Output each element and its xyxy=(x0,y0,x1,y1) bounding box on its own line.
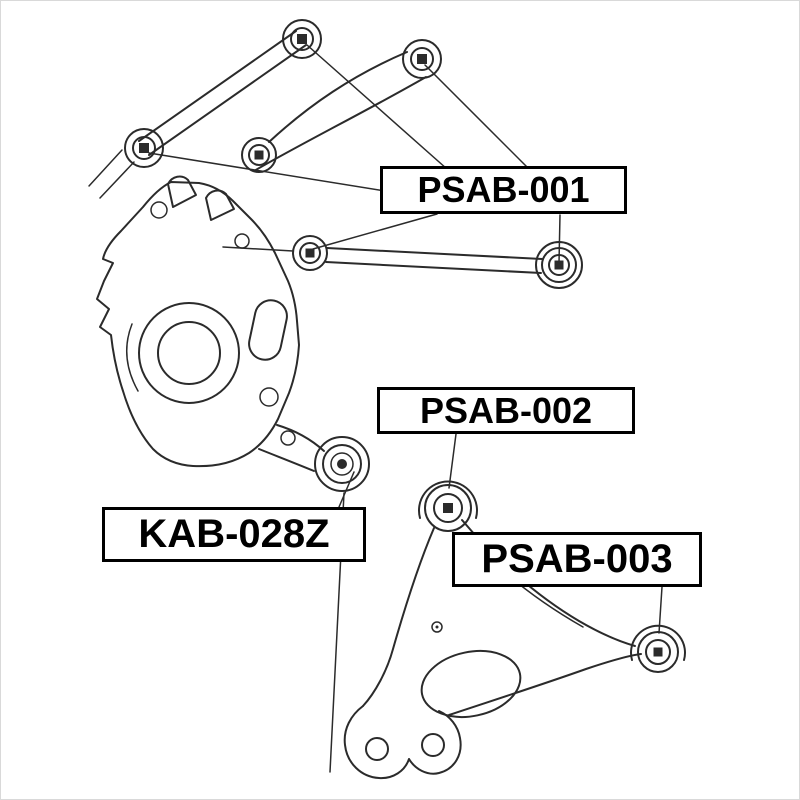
part-label-psab-003-text: PSAB-003 xyxy=(481,537,673,581)
part-label-kab-028z-text: KAB-028Z xyxy=(138,512,330,556)
upper-curved-arm-drawing xyxy=(241,39,442,173)
psab-003-bushing-drawing xyxy=(630,624,686,673)
knuckle-drawing xyxy=(96,175,325,472)
part-label-kab-028z: KAB-028Z xyxy=(102,507,366,562)
leader-lines xyxy=(148,44,663,634)
kab-bushing-drawing xyxy=(314,436,370,492)
part-label-psab-001: PSAB-001 xyxy=(380,166,627,214)
part-label-psab-002: PSAB-002 xyxy=(377,387,635,434)
hatch-marks xyxy=(88,149,135,199)
part-label-psab-001-text: PSAB-001 xyxy=(417,169,590,210)
part-label-psab-003: PSAB-003 xyxy=(452,532,702,587)
psab-002-bushing-drawing xyxy=(418,480,478,532)
middle-link-drawing xyxy=(222,235,583,289)
part-label-psab-002-text: PSAB-002 xyxy=(419,389,593,431)
upper-front-arm-drawing xyxy=(124,19,322,168)
